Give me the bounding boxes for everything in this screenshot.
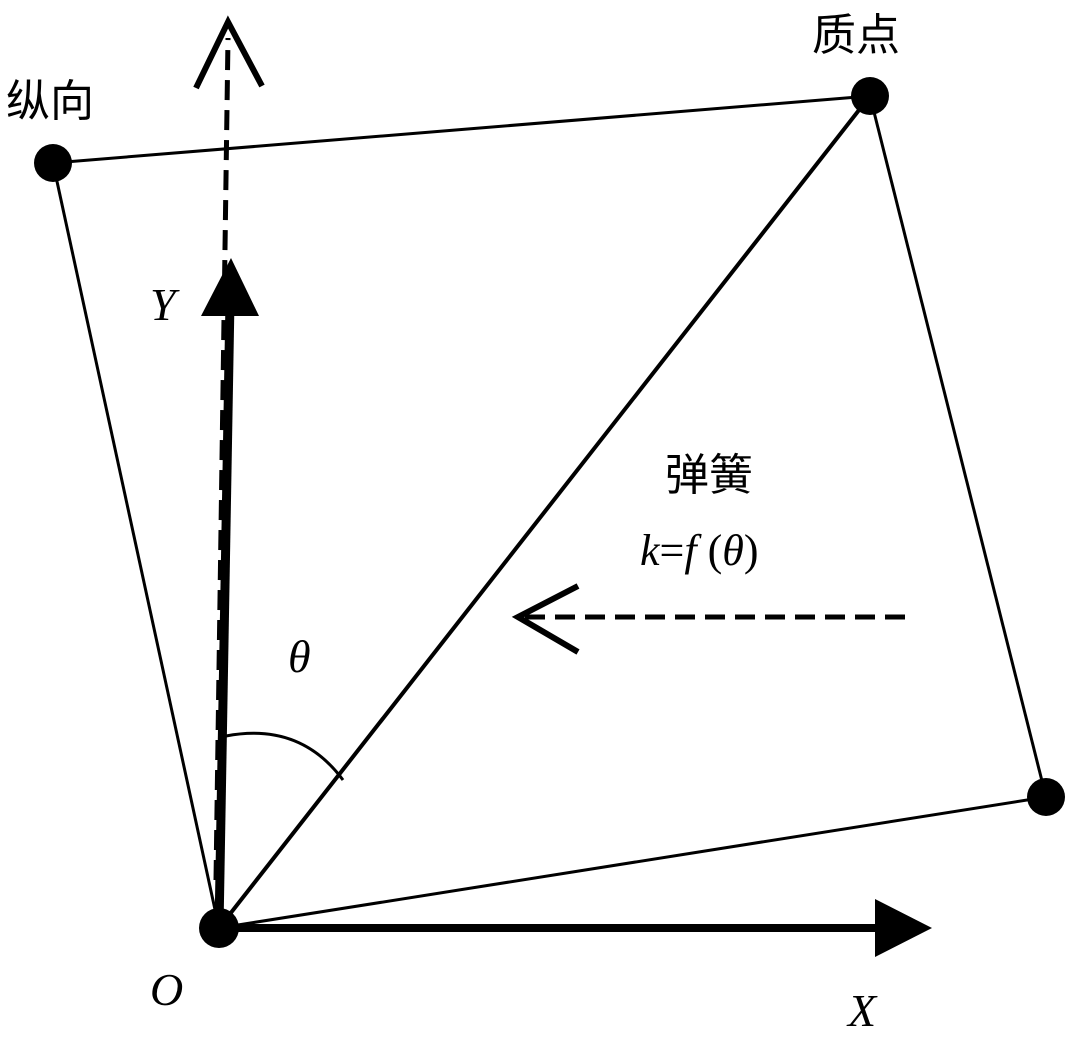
formula-theta: θ bbox=[722, 526, 744, 575]
label-angle: θ bbox=[288, 631, 311, 682]
node-origin bbox=[199, 908, 239, 948]
label-y-axis: Y bbox=[150, 279, 180, 330]
spring-formula: k=f (θ) bbox=[640, 526, 759, 575]
label-spring: 弹簧 bbox=[665, 450, 753, 501]
longitudinal-dashed-axis bbox=[213, 37, 231, 881]
label-x-axis: X bbox=[846, 985, 878, 1036]
formula-open-paren: ( bbox=[697, 526, 723, 575]
node-right-corner bbox=[1027, 778, 1065, 816]
node-mass-point bbox=[851, 77, 889, 115]
frame-right-edge bbox=[868, 95, 1048, 798]
formula-equals: = bbox=[660, 526, 685, 575]
y-axis-line bbox=[214, 299, 235, 929]
label-mass-point: 质点 bbox=[812, 10, 900, 61]
longitudinal-arrowhead bbox=[193, 15, 265, 90]
formula-close-paren: ) bbox=[744, 526, 759, 575]
frame-bottom-edge bbox=[218, 795, 1047, 930]
x-axis-arrowhead bbox=[875, 899, 932, 957]
spring-line bbox=[217, 94, 872, 930]
frame-top-edge bbox=[52, 94, 871, 165]
formula-k: k bbox=[640, 526, 661, 575]
label-origin: O bbox=[150, 964, 183, 1015]
angle-arc bbox=[225, 731, 345, 781]
frame-left-edge bbox=[51, 162, 221, 929]
force-arrowhead bbox=[511, 583, 580, 655]
node-longitudinal bbox=[34, 144, 72, 182]
y-axis-arrowhead bbox=[201, 258, 259, 316]
label-longitudinal: 纵向 bbox=[6, 76, 94, 127]
